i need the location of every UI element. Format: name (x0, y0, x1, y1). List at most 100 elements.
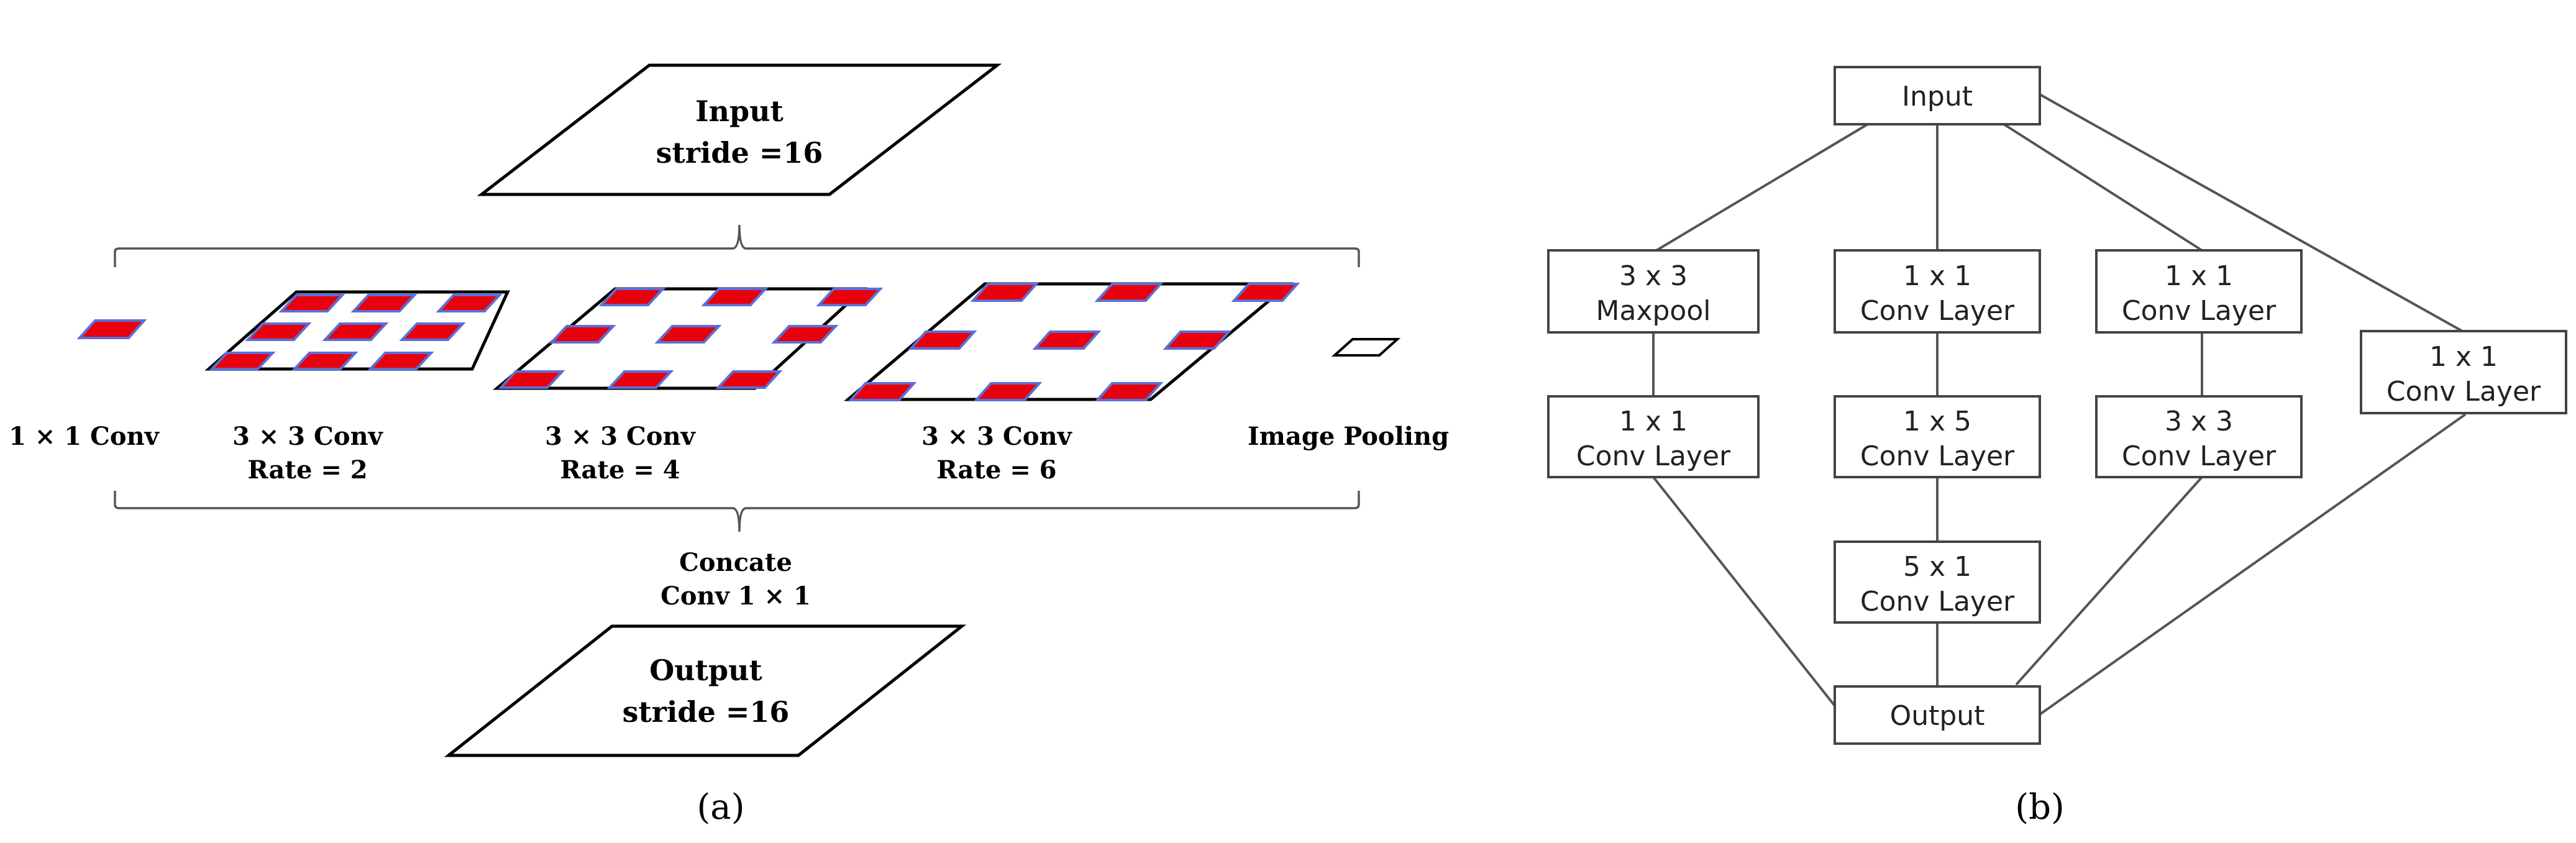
node-conv3x3-line2: Conv Layer (2122, 440, 2277, 472)
rate6-cell (973, 382, 1043, 401)
node-conv1x1-b: 1 x 1 Conv Layer (2095, 249, 2303, 334)
rate2-cell (322, 322, 389, 341)
node-conv1x5-box (1834, 395, 2041, 478)
output-parallelogram (444, 624, 967, 757)
input-block: Input stride =16 (477, 63, 1002, 196)
rate4-cell (654, 325, 722, 344)
node-conv5x1-line2: Conv Layer (1860, 586, 2015, 617)
rate2-cell (278, 294, 345, 312)
branch-label: 3 × 3 Conv (545, 422, 697, 451)
node-conv1x1-a: 1 x 1 Conv Layer (1834, 249, 2041, 334)
node-input: Input (1834, 66, 2041, 125)
rate4-cell (701, 288, 769, 306)
node-conv1x1-c-line2: Conv Layer (1576, 440, 1731, 472)
dilated-conv-rate-2 (204, 290, 510, 371)
node-conv1x1-c: 1 x 1 Conv Layer (1547, 395, 1760, 478)
rate2-cell (399, 322, 466, 341)
rate6-cell (970, 283, 1039, 302)
rate2-cell (291, 352, 359, 370)
node-conv3x3-box (2095, 395, 2303, 478)
rate2-cell (209, 352, 276, 370)
node-conv1x1-d-line1: 1 x 1 (2429, 341, 2498, 373)
branch-rate-label: Rate = 6 (936, 455, 1056, 485)
rate4-cell (598, 288, 666, 306)
edge-conv3x3-output (2015, 476, 2203, 686)
input-label: Input (695, 94, 784, 128)
node-conv3x3-line1: 3 x 3 (2165, 406, 2233, 437)
node-conv1x1-b-box (2095, 249, 2303, 334)
caption-b: (b) (2015, 787, 2065, 827)
edge-input-conv1x1-d (2039, 93, 2463, 332)
rate6-cell (847, 382, 917, 401)
rate4-cell (498, 370, 565, 389)
connections (1652, 93, 2467, 716)
node-output: Output (1834, 685, 2041, 745)
node-maxpool-box (1547, 249, 1760, 334)
rate6-cell (1231, 283, 1300, 302)
rate4-cell (606, 370, 674, 389)
node-conv1x1-a-box (1834, 249, 2041, 334)
input-parallelogram (477, 63, 1002, 196)
concat-conv-label: Conv 1 × 1 (660, 581, 811, 611)
rate2-cell (367, 352, 434, 370)
concat-label: Concate (679, 548, 792, 577)
rate2-cell (436, 294, 503, 312)
node-conv1x1-d: 1 x 1 Conv Layer (2360, 330, 2567, 414)
dilated-conv-rate-4 (493, 287, 884, 390)
node-maxpool: 3 x 3 Maxpool (1547, 249, 1760, 334)
node-conv1x5-line2: Conv Layer (1860, 440, 2015, 472)
branch-rate-label: Rate = 4 (560, 455, 680, 485)
node-conv1x5-line1: 1 x 5 (1903, 406, 1971, 437)
node-conv3x3: 3 x 3 Conv Layer (2095, 395, 2303, 478)
branch-label: 1 × 1 Conv (9, 422, 160, 451)
branch-label: 3 × 3 Conv (921, 422, 1073, 451)
edge-input-conv1x1-b (2003, 123, 2203, 252)
rate4-cell (771, 325, 839, 344)
panel-a: Input stride =16 (9, 63, 1449, 827)
dilated-conv-rate-6 (844, 282, 1300, 401)
rate4-cell (816, 288, 884, 306)
edge-conv1x1-d-output (2039, 413, 2467, 716)
branch-labels: 1 × 1 Conv 3 × 3 Conv Rate = 2 3 × 3 Con… (9, 422, 1449, 485)
output-block: Output stride =16 (444, 624, 967, 757)
node-conv1x1-c-line1: 1 x 1 (1619, 406, 1688, 437)
rate6-cell (1162, 330, 1232, 350)
node-maxpool-line2: Maxpool (1596, 295, 1711, 327)
rate2-cell (245, 322, 312, 341)
output-label: Output (649, 654, 762, 687)
node-conv1x1-d-line2: Conv Layer (2386, 376, 2541, 408)
node-conv1x1-d-box (2360, 330, 2567, 414)
node-output-label: Output (1890, 700, 1985, 732)
output-stride-label: stride =16 (623, 695, 790, 729)
branch-label: Image Pooling (1248, 422, 1449, 451)
rate2-frame (204, 290, 510, 371)
conv1x1-cell (76, 319, 147, 339)
rate6-cell (1094, 382, 1164, 401)
rate6-cell (908, 330, 977, 350)
node-conv1x1-a-line2: Conv Layer (1860, 295, 2015, 327)
node-input-box (1834, 66, 2041, 125)
node-conv5x1-box (1834, 540, 2041, 624)
node-conv5x1-line1: 5 x 1 (1903, 551, 1971, 583)
caption-a: (a) (697, 787, 744, 827)
rate4-cell (549, 325, 616, 344)
node-conv1x1-c-box (1547, 395, 1760, 478)
edge-input-maxpool (1655, 123, 1869, 252)
node-output-box (1834, 685, 2041, 745)
node-conv5x1: 5 x 1 Conv Layer (1834, 540, 2041, 624)
top-brace (114, 224, 1360, 267)
panel-b: Input 3 x 3 Maxpool 1 x 1 Conv Layer 1 x… (1547, 66, 2567, 827)
edge-conv1x1-c-output (1652, 476, 1843, 716)
node-conv1x1-b-line2: Conv Layer (2122, 295, 2277, 327)
branch-rate-label: Rate = 2 (247, 455, 367, 485)
branch-label: 3 × 3 Conv (232, 422, 384, 451)
node-conv1x1-a-line1: 1 x 1 (1903, 260, 1971, 292)
rate4-cell (715, 370, 783, 389)
node-input-label: Input (1902, 81, 1973, 112)
node-maxpool-line1: 3 x 3 (1619, 260, 1688, 292)
image-pooling-cell (1331, 338, 1401, 357)
node-conv1x5: 1 x 5 Conv Layer (1834, 395, 2041, 478)
rate2-cell (350, 294, 418, 312)
rate6-cell (1032, 330, 1102, 350)
